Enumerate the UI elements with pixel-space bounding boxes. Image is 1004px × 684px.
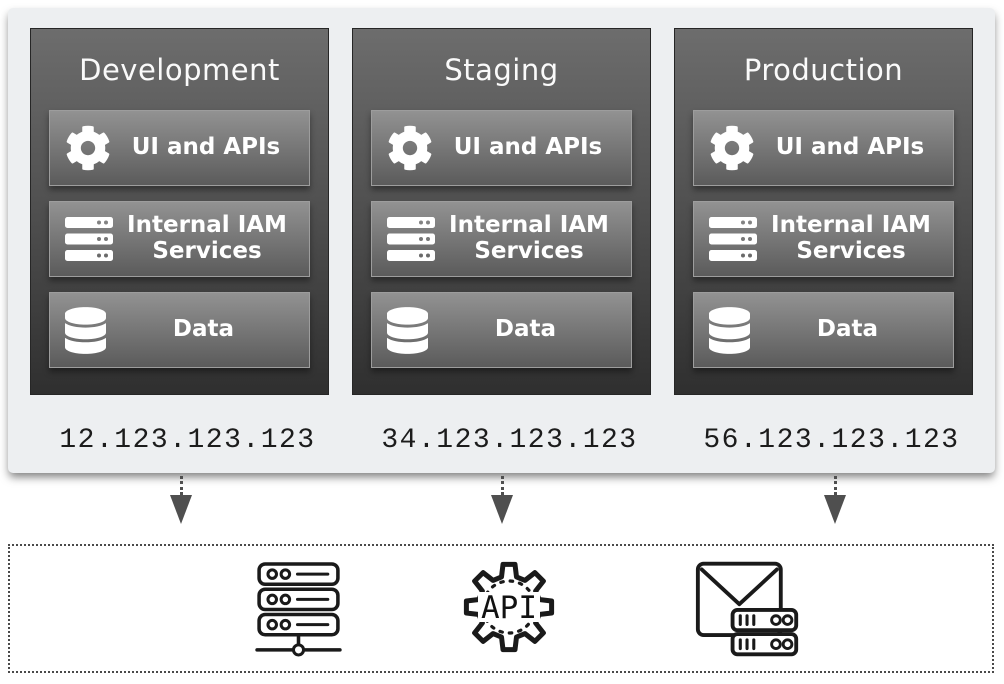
env-box-label: Internal IAM Services — [449, 212, 609, 264]
environment-panels-row: Development UI and APIs Internal IAM Ser… — [8, 8, 995, 395]
api-gear-icon: API — [459, 557, 559, 657]
env-box-label: UI and APIs — [775, 134, 925, 161]
env-box-ui-and-apis: UI and APIs — [693, 110, 954, 186]
ip-address-staging: 34.123.123.123 — [381, 425, 638, 456]
env-box-label: UI and APIs — [453, 134, 603, 161]
env-box-label: Data — [816, 316, 879, 343]
ip-address-row: 12.123.123.123 34.123.123.123 56.123.123… — [16, 425, 1003, 456]
database-icon — [709, 306, 750, 354]
env-box-label: Internal IAM Services — [771, 212, 931, 264]
env-box-data: Data — [49, 292, 310, 368]
server-stack-icon — [65, 217, 113, 261]
env-box-data: Data — [371, 292, 632, 368]
api-icon-label: API — [481, 590, 537, 626]
server-rack-icon — [251, 562, 346, 659]
gear-icon — [709, 125, 755, 171]
arrow-head-icon — [170, 495, 192, 524]
server-stack-icon — [387, 217, 435, 261]
database-icon — [65, 306, 106, 354]
environment-panel-staging: Staging UI and APIs Internal IAM Service… — [352, 28, 651, 395]
env-box-label: Data — [494, 316, 557, 343]
env-box-label: UI and APIs — [131, 134, 281, 161]
env-box-internal-iam-services: Internal IAM Services — [693, 201, 954, 277]
arrow-head-icon — [491, 495, 513, 524]
arrow-dotted-line — [833, 476, 837, 495]
gear-icon — [65, 125, 111, 171]
mail-server-icon — [694, 559, 802, 659]
server-stack-icon — [709, 217, 757, 261]
environment-panel-development: Development UI and APIs Internal IAM Ser… — [30, 28, 329, 395]
environment-title: Development — [79, 53, 280, 87]
env-box-data: Data — [693, 292, 954, 368]
gear-icon — [387, 125, 433, 171]
flow-arrow-development — [169, 476, 193, 524]
environment-title: Production — [743, 53, 904, 87]
arrow-dotted-line — [179, 476, 183, 495]
flow-arrow-production — [823, 476, 847, 524]
env-box-internal-iam-services: Internal IAM Services — [371, 201, 632, 277]
flow-arrow-staging — [490, 476, 514, 524]
ip-address-development: 12.123.123.123 — [59, 425, 316, 456]
env-box-internal-iam-services: Internal IAM Services — [49, 201, 310, 277]
environment-panel-production: Production UI and APIs Internal IAM Serv… — [674, 28, 973, 395]
ip-address-production: 56.123.123.123 — [703, 425, 960, 456]
environment-title: Staging — [444, 53, 559, 87]
database-icon — [387, 306, 428, 354]
external-services-zone: API — [8, 544, 994, 673]
arrow-head-icon — [824, 495, 846, 524]
env-box-label: Data — [172, 316, 235, 343]
arrow-dotted-line — [500, 476, 504, 495]
env-box-label: Internal IAM Services — [127, 212, 287, 264]
env-box-ui-and-apis: UI and APIs — [49, 110, 310, 186]
env-box-ui-and-apis: UI and APIs — [371, 110, 632, 186]
cloud-environments-container: Development UI and APIs Internal IAM Ser… — [8, 8, 995, 473]
